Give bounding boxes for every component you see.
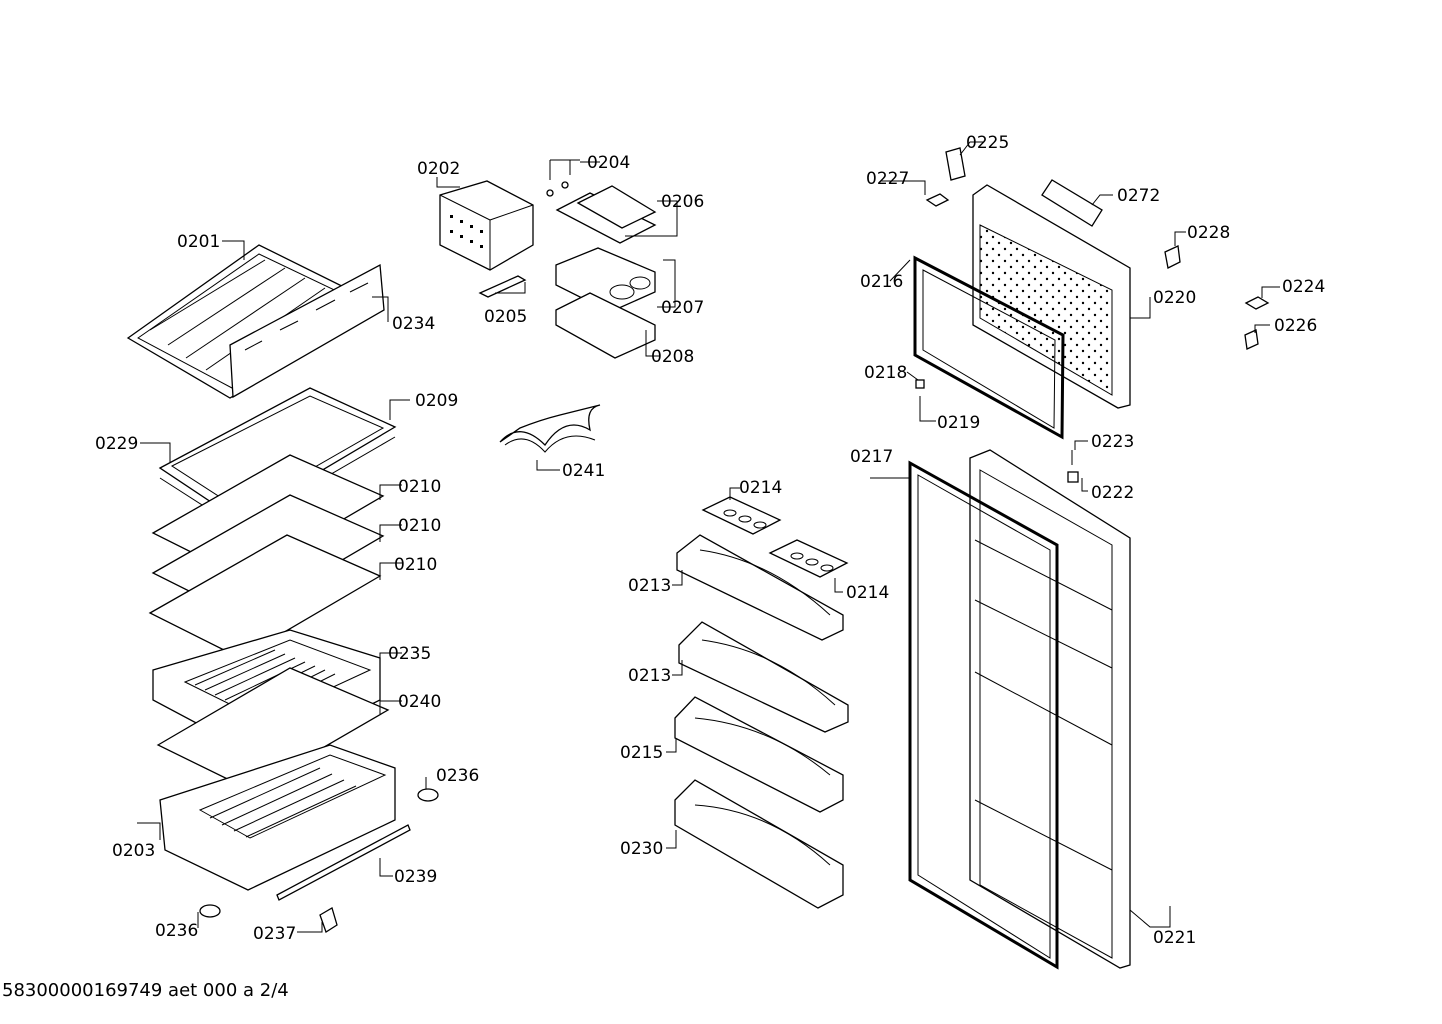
label-0226: 0226 bbox=[1274, 316, 1317, 336]
label-0209: 0209 bbox=[415, 391, 458, 411]
part-labels: 0201 0202 0203 0204 0205 0206 0207 0208 … bbox=[95, 133, 1325, 948]
label-0237: 0237 bbox=[253, 924, 296, 944]
part-0218-screw bbox=[915, 379, 925, 389]
label-0229: 0229 bbox=[95, 434, 138, 454]
label-0236-right: 0236 bbox=[436, 766, 479, 786]
label-0203: 0203 bbox=[112, 841, 155, 861]
part-0227-cap bbox=[925, 193, 950, 207]
label-0205: 0205 bbox=[484, 307, 527, 327]
part-0239-rail bbox=[276, 824, 411, 901]
label-0213-b: 0213 bbox=[628, 666, 671, 686]
label-0220: 0220 bbox=[1153, 288, 1196, 308]
label-0210-b: 0210 bbox=[398, 516, 441, 536]
label-0207: 0207 bbox=[661, 298, 704, 318]
part-0213-door-shelf-2 bbox=[678, 621, 849, 733]
label-0214-a: 0214 bbox=[739, 478, 782, 498]
part-0272-label bbox=[1041, 179, 1103, 227]
part-0228-hinge-small bbox=[1164, 245, 1181, 269]
label-0228: 0228 bbox=[1187, 223, 1230, 243]
part-0224-cap bbox=[1244, 296, 1270, 310]
part-0205-strip bbox=[478, 275, 527, 298]
label-0208: 0208 bbox=[651, 347, 694, 367]
label-0234: 0234 bbox=[392, 314, 435, 334]
label-0214-b: 0214 bbox=[846, 583, 889, 603]
label-0201: 0201 bbox=[177, 232, 220, 252]
part-0217-door-gasket bbox=[908, 460, 1059, 970]
part-0208-tray bbox=[555, 292, 656, 359]
label-0236-left: 0236 bbox=[155, 921, 198, 941]
label-0216: 0216 bbox=[860, 272, 903, 292]
part-0220-freezer-door bbox=[972, 184, 1131, 409]
part-0222-block bbox=[1067, 471, 1079, 483]
part-0230-door-shelf-4 bbox=[674, 779, 844, 909]
part-0237-clip bbox=[319, 907, 338, 933]
part-0214-egg-tray-1 bbox=[701, 496, 782, 535]
part-0240-glass-plate bbox=[156, 667, 390, 791]
label-0241: 0241 bbox=[562, 461, 605, 481]
document-id-footer: 58300000169749 aet 000 a 2/4 bbox=[2, 980, 289, 1001]
label-0239: 0239 bbox=[394, 867, 437, 887]
label-0225: 0225 bbox=[966, 133, 1009, 153]
part-0226-cover bbox=[1244, 329, 1259, 350]
label-0272: 0272 bbox=[1117, 186, 1160, 206]
label-0215: 0215 bbox=[620, 743, 663, 763]
label-0213-a: 0213 bbox=[628, 576, 671, 596]
label-0219: 0219 bbox=[937, 413, 980, 433]
part-0225-hinge bbox=[945, 147, 966, 181]
label-0222: 0222 bbox=[1091, 483, 1134, 503]
label-0202: 0202 bbox=[417, 159, 460, 179]
part-0215-door-shelf-3 bbox=[674, 696, 844, 813]
part-0207-holder bbox=[555, 247, 656, 313]
part-0216-gasket bbox=[913, 255, 1065, 440]
label-0227: 0227 bbox=[866, 169, 909, 189]
label-0210-c: 0210 bbox=[394, 555, 437, 575]
part-0203-crisper-drawer bbox=[159, 744, 396, 891]
label-0240: 0240 bbox=[398, 692, 441, 712]
part-0214-egg-tray-2 bbox=[768, 539, 849, 578]
label-0210-a: 0210 bbox=[398, 477, 441, 497]
part-0236-foot-left bbox=[199, 904, 221, 918]
part-0241-bottle-rack bbox=[499, 404, 601, 453]
leader-lines bbox=[137, 141, 1280, 933]
part-0213-door-shelf-1 bbox=[676, 534, 844, 641]
part-0202-bracket bbox=[439, 180, 534, 271]
part-0234-back-panel bbox=[229, 263, 385, 399]
label-0204: 0204 bbox=[587, 153, 630, 173]
label-0217: 0217 bbox=[850, 447, 893, 467]
label-0224: 0224 bbox=[1282, 277, 1325, 297]
label-0223: 0223 bbox=[1091, 432, 1134, 452]
label-0235: 0235 bbox=[388, 644, 431, 664]
label-0206: 0206 bbox=[661, 192, 704, 212]
part-0236-foot-right bbox=[417, 788, 439, 802]
part-0206-egg-trays-small bbox=[555, 185, 657, 244]
label-0221: 0221 bbox=[1153, 928, 1196, 948]
label-0230: 0230 bbox=[620, 839, 663, 859]
label-0218: 0218 bbox=[864, 363, 907, 383]
part-0204-clips bbox=[546, 159, 580, 197]
